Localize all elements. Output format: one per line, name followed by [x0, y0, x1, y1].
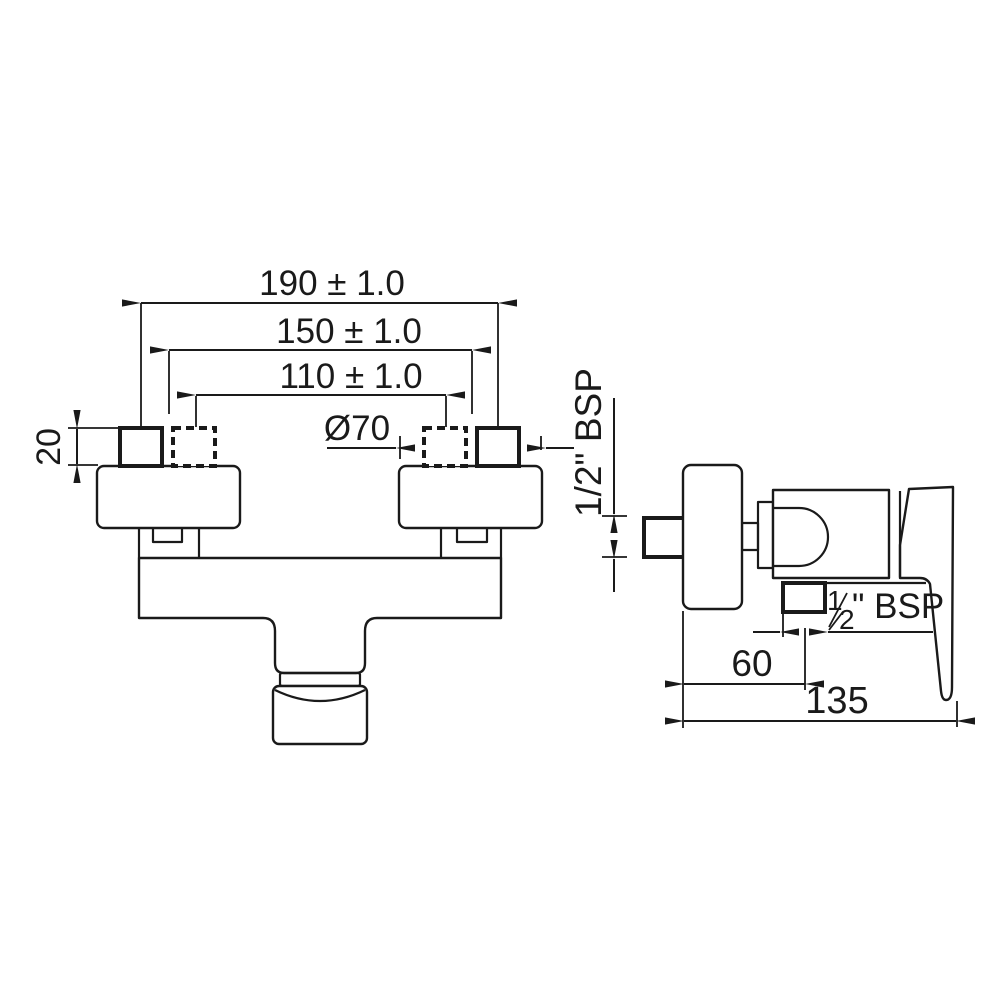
right-inlet-solid: [475, 426, 521, 468]
outlet-thread-fraction-slash: [828, 592, 848, 628]
side-outlet-port: [781, 581, 827, 614]
dim-text-150: 150 ± 1.0: [276, 312, 422, 351]
nozzle-curve: [274, 689, 366, 703]
left-inlet-solid: [118, 426, 164, 468]
dim-text-190: 190 ± 1.0: [259, 264, 405, 303]
left-inlet-dashed: [171, 426, 217, 468]
outlet-thread-suffix: " BSP: [852, 587, 944, 626]
outlet-thread-denominator: 2: [839, 604, 855, 635]
leader-outlet-diagonal: [828, 612, 843, 631]
left-section-notch: [151, 528, 184, 544]
dim-text-135: 135: [805, 680, 868, 722]
outlet-thread-label: 1 2 " BSP: [827, 585, 944, 635]
dim-text-20: 20: [30, 428, 68, 466]
front-dimensions: [68, 299, 574, 483]
left-flange-block: [95, 464, 242, 530]
side-flange: [681, 463, 744, 611]
dim-text-110: 110 ± 1.0: [279, 357, 422, 396]
side-view: 60 135 1 2 " BSP: [602, 398, 975, 728]
side-body-d-profile: [773, 506, 830, 568]
dim-text-60: 60: [731, 643, 772, 684]
spout-collar: [278, 671, 362, 688]
side-inlet-pipe: [642, 516, 686, 559]
front-view: 190 ± 1.0 150 ± 1.0 110 ± 1.0 Ø70 20 1/2…: [30, 264, 609, 746]
right-flange-block: [397, 464, 544, 530]
side-notch: [740, 521, 760, 552]
mixer-body-and-spout: [137, 556, 503, 675]
side-handle-lever: [898, 485, 955, 702]
spout-nozzle: [271, 684, 369, 746]
right-inlet-dashed: [422, 426, 468, 468]
side-body: [771, 488, 891, 580]
dim-text-dia70: Ø70: [324, 409, 390, 448]
side-dimensions: [602, 398, 975, 728]
side-neck: [756, 500, 775, 570]
right-section-notch: [455, 528, 489, 544]
dim-text-inlet-thread: 1/2" BSP: [568, 368, 609, 517]
